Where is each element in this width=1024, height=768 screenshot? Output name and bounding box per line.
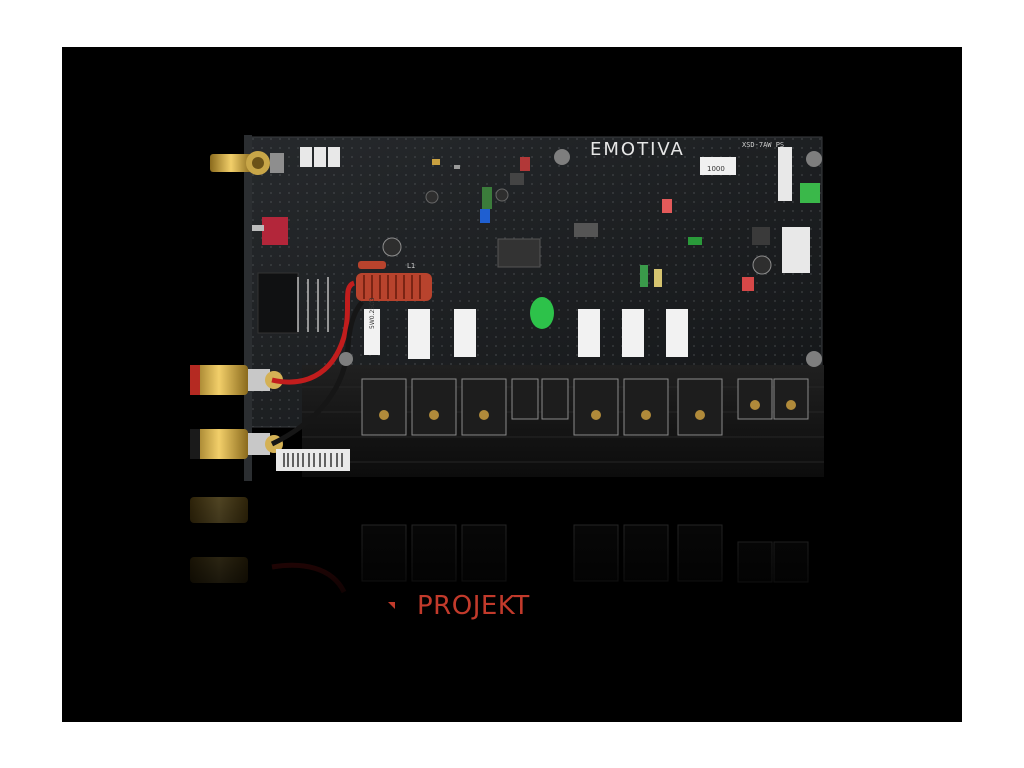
smd-components xyxy=(382,157,772,291)
green-capacitor xyxy=(530,297,554,329)
power-resistors xyxy=(364,309,688,359)
model-label: XSD-7AW PS xyxy=(742,141,784,149)
speaker-binding-post-red xyxy=(190,365,283,395)
green-label xyxy=(800,183,820,203)
svg-text:L1: L1 xyxy=(407,262,415,270)
relay xyxy=(497,238,541,268)
svg-text:5W0.25Ω3: 5W0.25Ω3 xyxy=(369,297,376,329)
projekt-watermark: PROJEKT xyxy=(417,591,530,621)
transistor-row xyxy=(361,378,809,436)
speaker-wire-red xyxy=(271,280,356,385)
barcode-sticker xyxy=(276,449,350,471)
svg-text:1000: 1000 xyxy=(707,165,725,173)
amplifier-board-photo: EMOTIVA XSD-7AW PS 1000 L1 5W0.25Ω3 xyxy=(162,135,862,627)
projekt-logo-mark xyxy=(388,602,395,609)
white-header xyxy=(778,147,792,201)
white-connector xyxy=(782,227,810,273)
power-connector xyxy=(257,272,299,334)
inductor-coil xyxy=(356,273,432,301)
board-logo: EMOTIVA xyxy=(590,139,685,160)
photo-frame: EMOTIVA XSD-7AW PS 1000 L1 5W0.25Ω3 xyxy=(62,47,962,722)
speaker-binding-post-black xyxy=(190,429,283,459)
rca-input-jack xyxy=(210,151,284,175)
front-panel xyxy=(244,135,252,481)
trigger-switch xyxy=(262,217,288,245)
serial-sticker xyxy=(700,157,736,175)
